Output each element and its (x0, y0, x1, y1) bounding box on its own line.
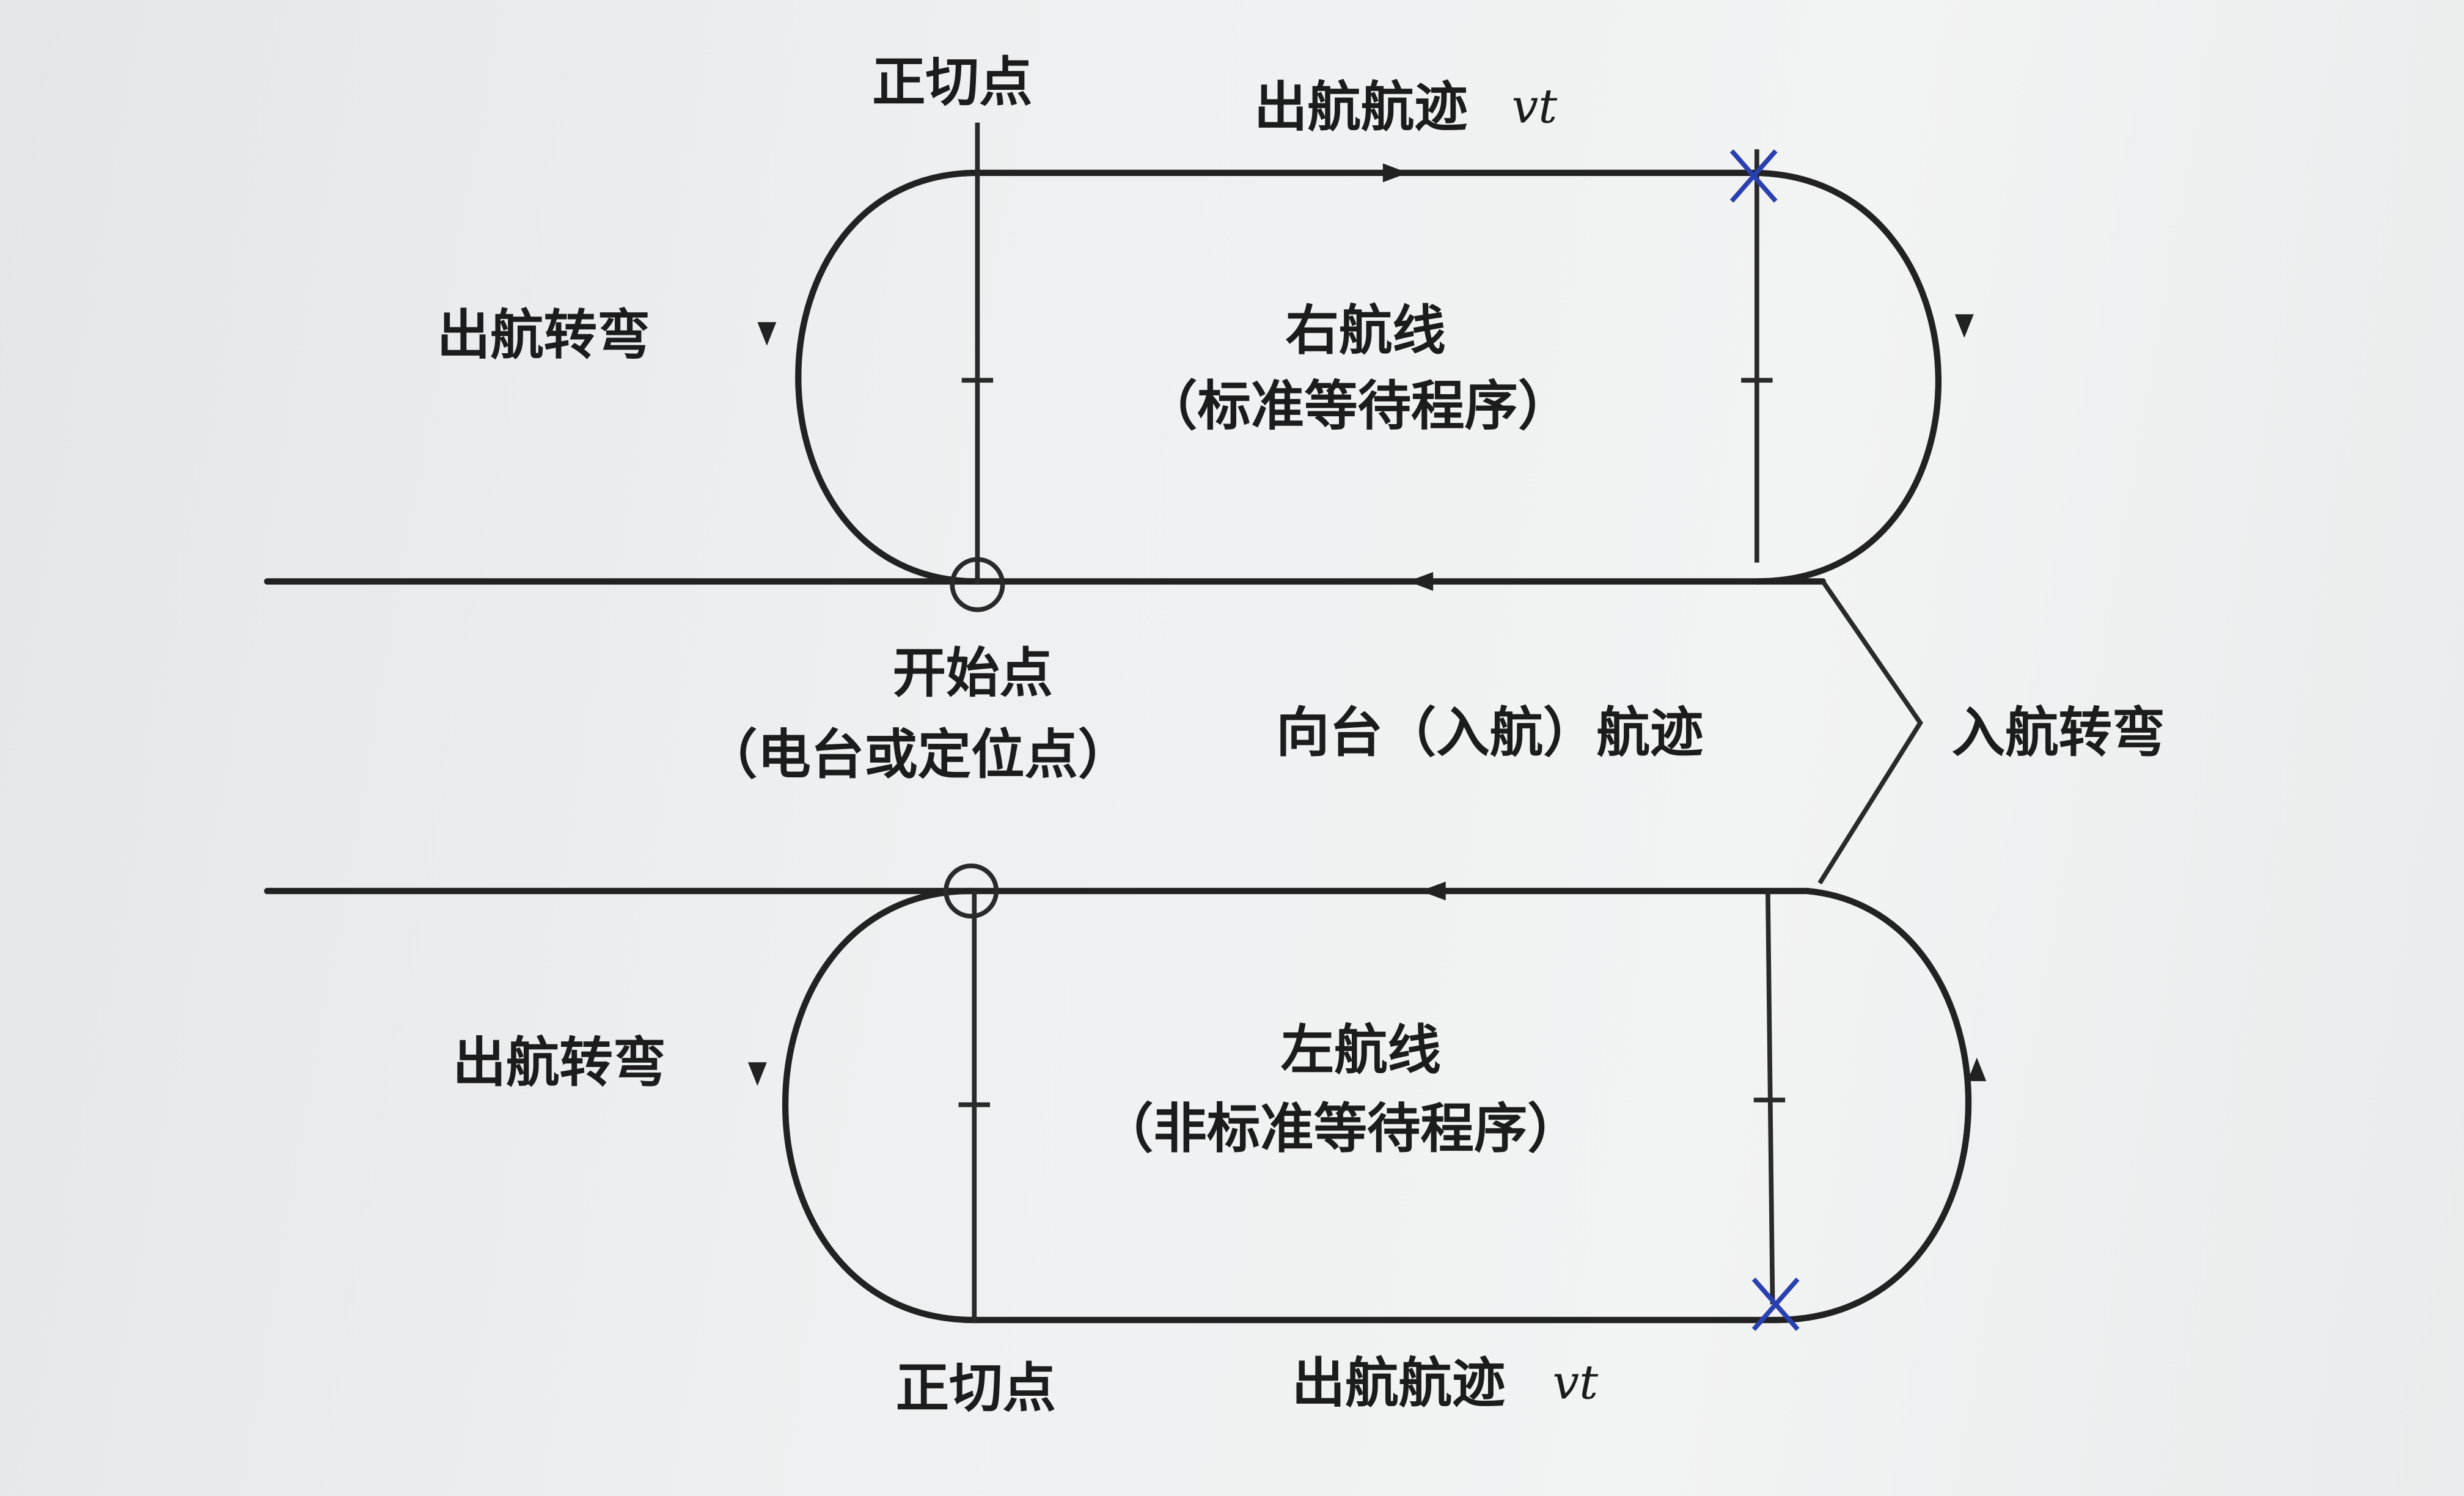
arrow-right-icon (1382, 163, 1408, 183)
bottom-outbound-symbol: vt (1553, 1355, 1599, 1410)
right-holding-pattern (264, 122, 1974, 612)
inbound-turn-label: 入航转弯 (1952, 702, 2166, 764)
inbound-turn-chevron (1817, 580, 1923, 885)
start-point-circle (950, 557, 1005, 612)
pen-cross-mark (1729, 149, 1778, 203)
top-outbound-symbol: vt (1512, 79, 1558, 134)
right-pattern-title: 右航线 (1285, 299, 1445, 362)
left-holding-pattern (264, 864, 1987, 1331)
arrow-down-icon (757, 322, 777, 346)
bottom-outbound-track-label: 出航航迹 (1292, 1352, 1506, 1415)
top-tangent-line (961, 122, 994, 585)
start-point-note: （电台或定位点） (704, 724, 1131, 786)
start-point-label: 开始点 (893, 642, 1053, 704)
arrow-down-icon (748, 1062, 767, 1086)
bottom-inbound-turn (1772, 887, 1972, 1324)
arrow-left-icon (1420, 881, 1446, 901)
bottom-outbound-turn (782, 887, 978, 1324)
left-pattern-subtitle: （非标准等待程序） (1100, 1098, 1581, 1160)
left-pattern-title: 左航线 (1281, 1019, 1441, 1082)
start-point-circle (944, 864, 999, 919)
top-abeam-line (1741, 149, 1773, 563)
bottom-tangent-point-label: 正切点 (896, 1357, 1056, 1419)
pen-cross-mark (1751, 1277, 1800, 1331)
bottom-outbound-turn-label: 出航转弯 (453, 1032, 667, 1094)
top-inbound-turn (1749, 169, 1942, 585)
inbound-track-label: 向台（入航）航迹 (1276, 702, 1703, 764)
top-outbound-track-label: 出航航迹 (1254, 76, 1468, 139)
arrow-down-icon (1954, 314, 1974, 338)
bottom-abeam-line (1753, 890, 1786, 1305)
bottom-tangent-line (958, 891, 991, 1324)
right-pattern-subtitle: （标准等待程序） (1144, 375, 1571, 437)
top-outbound-turn-label: 出航转弯 (437, 304, 651, 367)
arrow-left-icon (1408, 572, 1434, 591)
top-outbound-turn (795, 169, 981, 585)
top-tangent-point-label: 正切点 (872, 51, 1032, 114)
arrow-up-icon (1967, 1057, 1987, 1082)
